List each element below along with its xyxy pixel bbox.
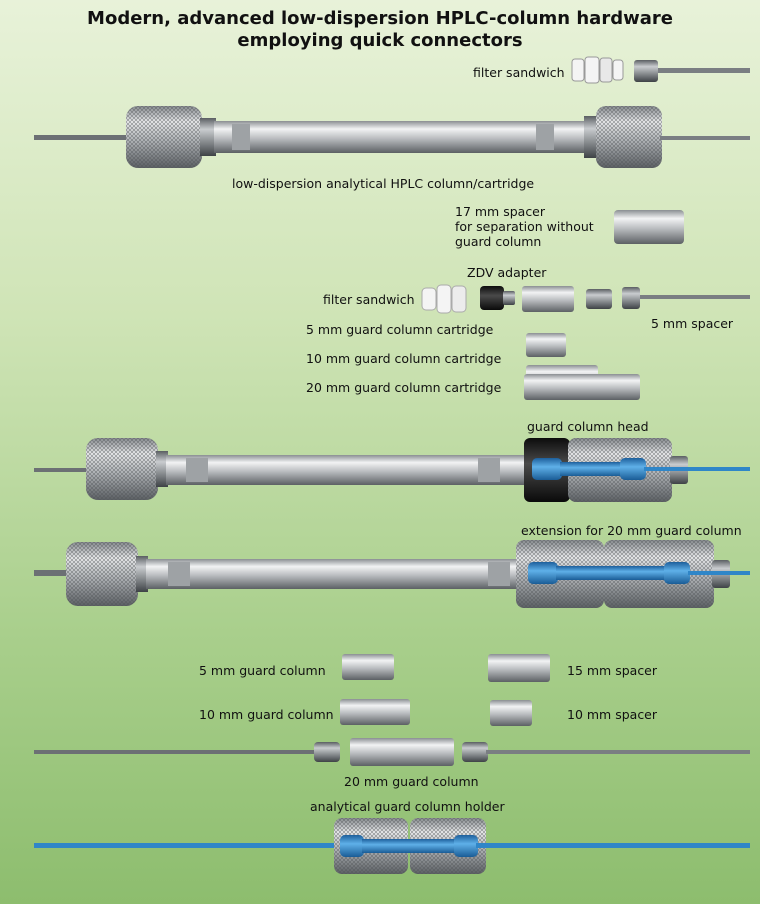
fitting-mid-1 <box>586 289 612 309</box>
zdv-adapter <box>480 286 515 310</box>
label-guard-column-10mm: 10 mm guard column <box>199 707 334 722</box>
page-title-line1: Modern, advanced low-dispersion HPLC-col… <box>87 8 673 29</box>
guard-column-holder <box>34 818 750 874</box>
spacer-5mm-part <box>622 287 750 309</box>
analytical-column <box>34 106 750 168</box>
label-guard-cartridge-20mm: 20 mm guard column cartridge <box>306 380 502 395</box>
fitting-top <box>634 60 750 82</box>
label-extension-20mm: extension for 20 mm guard column <box>521 523 742 538</box>
cartridge-in-row <box>522 286 574 312</box>
label-analytical-column: low-dispersion analytical HPLC column/ca… <box>232 176 535 191</box>
spacer-17mm <box>614 210 684 244</box>
label-spacer-10mm: 10 mm spacer <box>567 707 658 722</box>
column-with-guard-head <box>34 438 750 502</box>
label-spacer-17mm: 17 mm spacer for separation without guar… <box>455 204 594 249</box>
label-guard-cartridge-10mm: 10 mm guard column cartridge <box>306 351 502 366</box>
spacer-15mm-part <box>488 654 550 682</box>
label-spacer-15mm: 15 mm spacer <box>567 663 658 678</box>
label-guard-column-head: guard column head <box>527 419 649 434</box>
page-title-line2: employing quick connectors <box>237 30 523 51</box>
label-zdv-adapter: ZDV adapter <box>467 265 547 280</box>
guard-cartridge-5mm-part <box>526 333 566 357</box>
label-filter-sandwich-mid: filter sandwich <box>323 292 415 307</box>
spacer-10mm-part <box>490 700 532 726</box>
label-filter-sandwich-top: filter sandwich <box>473 65 565 80</box>
label-spacer-5mm: 5 mm spacer <box>651 316 734 331</box>
guard-column-20mm-assembly <box>34 738 750 766</box>
column-with-extension <box>34 540 750 608</box>
guard-column-5mm-part <box>342 654 394 680</box>
label-guard-column-5mm: 5 mm guard column <box>199 663 326 678</box>
filter-sandwich-mid <box>421 284 467 314</box>
label-guard-cartridge-5mm: 5 mm guard column cartridge <box>306 322 494 337</box>
filter-sandwich-top <box>571 56 624 84</box>
label-guard-column-20mm: 20 mm guard column <box>344 774 479 789</box>
guard-column-10mm-part <box>340 699 410 725</box>
guard-cartridge-20mm-part <box>524 374 640 400</box>
label-guard-column-holder: analytical guard column holder <box>310 799 505 814</box>
